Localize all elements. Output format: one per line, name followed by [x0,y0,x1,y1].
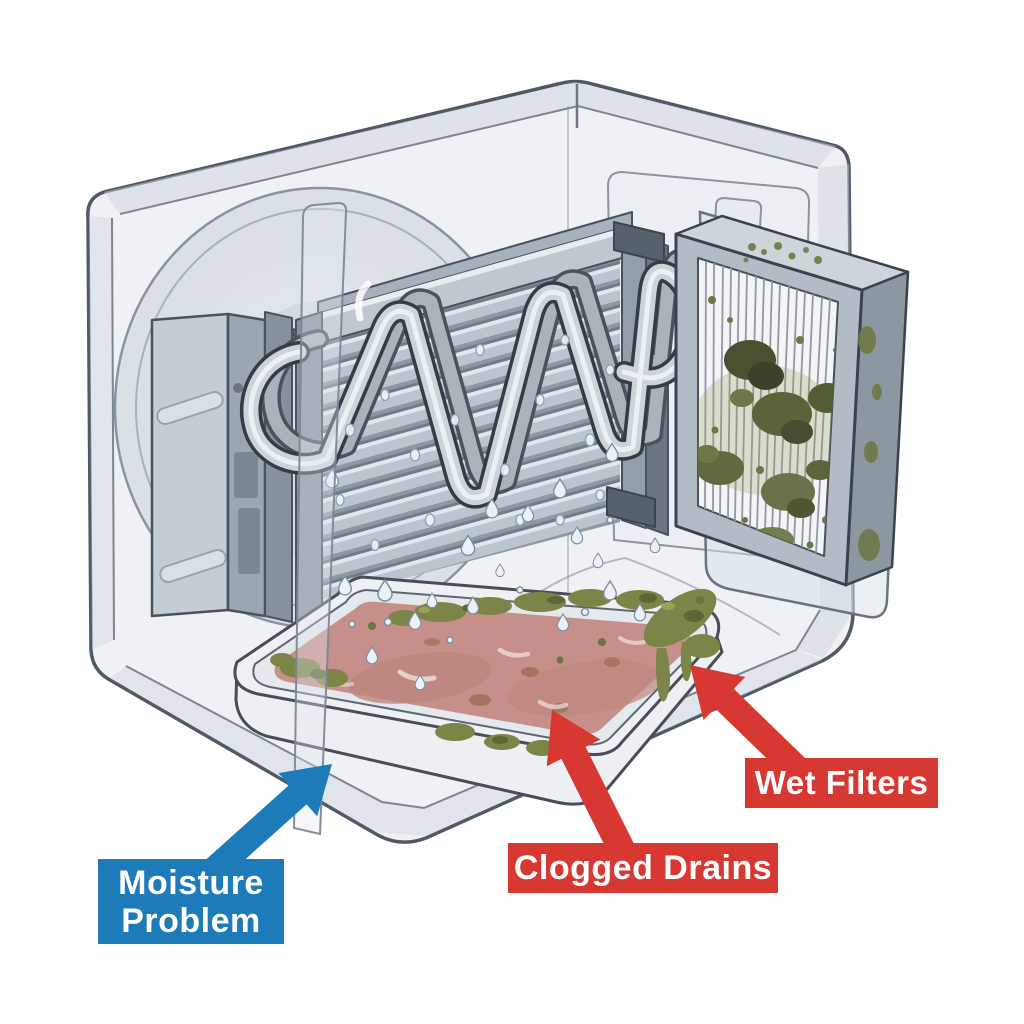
condensate-drops [338,478,661,691]
cutaway-glass-pane [292,201,348,836]
wet-filters-arrow [690,665,810,782]
inner-left-edge [111,217,115,641]
filter-mold [698,296,838,553]
callout-arrows [196,665,810,888]
housing-left-wall [89,216,114,650]
screw [233,383,243,393]
coil-corner-block-bottom [606,486,656,528]
evaporator-coil [239,211,722,623]
drain-pan [233,575,724,806]
blower-vent-slot [234,452,258,498]
clogged-drains-arrow [546,710,638,862]
wet-filters-label: Wet Filters [745,758,938,808]
blower-groove [159,548,227,584]
clogged-drains-label: Clogged Drains [508,843,778,893]
algae-buildup [270,588,720,756]
blower-vent-slot [238,508,260,574]
moisture-problem-arrow [196,764,332,888]
filter-side-mold [858,326,882,561]
housing-bottom-band [110,650,822,836]
moldy-air-filter [674,214,910,587]
housing-top-face [104,82,836,214]
fin-condensation [335,334,615,552]
inner-bottom-edge [125,609,821,810]
coil-rail-highlight [302,228,622,324]
glass-highlight [355,280,372,322]
moisture-problem-label: Moisture Problem [98,859,284,944]
blower-groove [156,390,224,426]
moisture-problem-line1: Moisture [118,863,264,902]
moisture-problem-line2: Problem [121,901,261,940]
filter-top-mold-speckles [743,242,822,264]
